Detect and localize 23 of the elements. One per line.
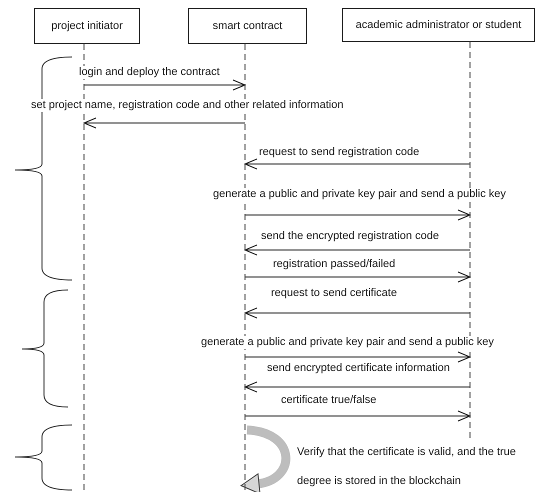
message-arrow [244, 244, 470, 256]
message-arrow [244, 210, 470, 220]
message-arrow [84, 118, 246, 128]
message-arrow [244, 352, 470, 362]
message-label: set project name, registration code and other related information [30, 99, 344, 112]
message-label: request to send registration code [258, 146, 420, 159]
participant-box: project initiator [34, 8, 140, 44]
participant-box: academic administrator or student [342, 8, 535, 42]
message-arrow [244, 158, 470, 170]
message-arrow [84, 80, 246, 90]
message-arrow [244, 272, 470, 282]
message-arrow [244, 382, 470, 392]
message-arrow [244, 410, 470, 422]
message-label: registration passed/failed [272, 258, 396, 271]
message-label: login and deploy the contract [78, 66, 221, 79]
message-label: send the encrypted registration code [260, 230, 440, 243]
message-label: request to send certificate [270, 287, 398, 300]
message-label: generate a public and private key pair and send a public key [212, 188, 507, 201]
message-label: generate a public and private key pair and send a public key [200, 336, 495, 349]
self-message-arrow [240, 426, 290, 492]
message-label: send encrypted certificate information [266, 362, 451, 375]
participant-box: smart contract [188, 8, 307, 44]
message-arrow [244, 308, 470, 318]
